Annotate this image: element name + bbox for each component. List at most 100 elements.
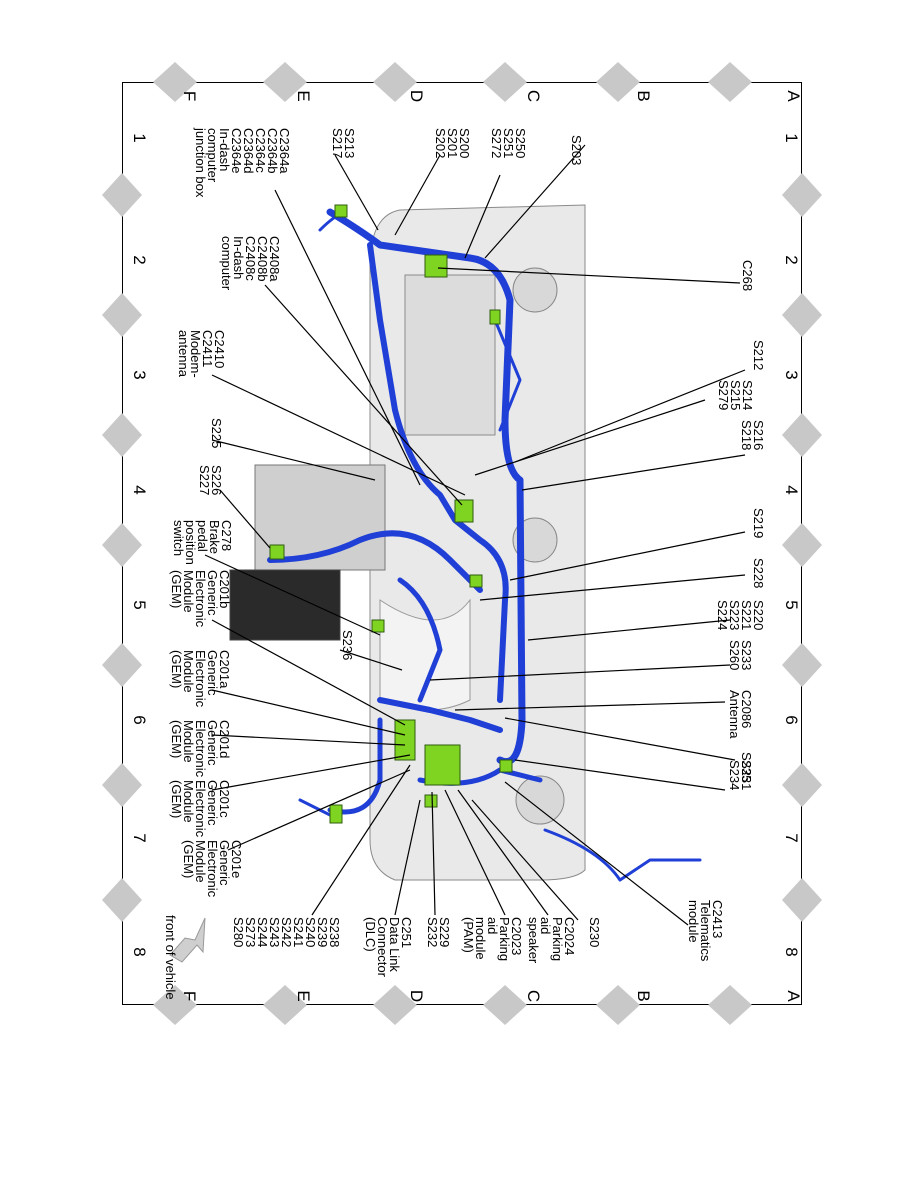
callout-line: S239 (315, 917, 330, 947)
border-diamond-right (782, 523, 822, 567)
grid-letter-top: D (407, 90, 426, 102)
grid-number-left: 5 (130, 600, 149, 609)
callout-s233: S233S260 (727, 640, 754, 670)
callout-c201e: C201eGenericElectronicModule(GEM) (181, 840, 244, 898)
callout-line: antenna (176, 330, 191, 378)
callout-c251: C251Data LinkConnector(DLC) (363, 917, 414, 978)
callout-group-bottom: S250S251S272S200S201S202S213S217C2364aC2… (169, 127, 528, 898)
callout-line: S201 (445, 128, 460, 158)
grid-letter-bottom: D (407, 990, 426, 1002)
callout-line: Parking (550, 917, 565, 961)
callout-line: S231 (739, 760, 754, 790)
callout-line: S238 (327, 917, 342, 947)
callout-line: Generic (217, 840, 232, 886)
callout-line: (GEM) (169, 720, 184, 758)
callout-line: S242 (279, 917, 294, 947)
callout-line: S229 (437, 917, 452, 947)
callout-s238: S238S239S240S241S242S243S244S273S280 (231, 917, 342, 947)
callout-line: (GEM) (181, 840, 196, 878)
callout-line: Module (181, 650, 196, 693)
border-diamond-left (102, 173, 142, 217)
border-diamond-top (153, 62, 197, 102)
callout-s213: S213S217 (330, 128, 357, 158)
grid-letter-bottom: E (294, 990, 313, 1001)
callout-line: C201b (217, 570, 232, 608)
callout-line: Electronic (193, 650, 208, 708)
callout-line: S224 (715, 600, 730, 630)
grid-number-left: 2 (130, 255, 149, 264)
callout-s228: S228 (751, 558, 766, 588)
callout-s216: S216S218 (739, 420, 766, 450)
callout-s219: S219 (751, 508, 766, 538)
callout-line: C2413 (710, 900, 725, 938)
callout-c2364: C2364aC2364bC2364cC2364dC2364eIn-dashcom… (193, 127, 292, 198)
callout-group-top: S203C268S212S214S215S279S216S218S219S228… (231, 135, 766, 978)
callout-line: S243 (267, 917, 282, 947)
callout-line: (DLC) (363, 917, 378, 952)
callout-line: Module (181, 570, 196, 613)
grid-number-right: 6 (782, 715, 801, 724)
callout-line: S273 (243, 917, 258, 947)
callout-line: C2408c (243, 236, 258, 281)
callout-line: Connector (375, 917, 390, 978)
front-arrow: front of vehicle (163, 915, 206, 1000)
front-of-vehicle-label: front of vehicle (163, 915, 178, 1000)
callout-line: C278 (219, 520, 234, 551)
callout-line: S221 (739, 600, 754, 630)
callout-line: S233 (739, 640, 754, 670)
callout-line: module (686, 900, 701, 943)
border-diamond-left (102, 643, 142, 687)
callout-line: S202 (433, 128, 448, 158)
border-diamond-right (782, 173, 822, 217)
callout-line: Module (193, 840, 208, 883)
callout-line: S234 (727, 760, 742, 790)
callout-line: S216 (751, 420, 766, 450)
border-diamond-left (102, 878, 142, 922)
leader-lines (204, 144, 746, 926)
callout-line: C201a (217, 650, 232, 689)
callout-line: computer (205, 128, 220, 183)
callout-line: S212 (751, 340, 766, 370)
callout-line: (GEM) (169, 780, 184, 818)
callout-s200: S200S201S202 (433, 128, 472, 158)
callout-line: Electronic (193, 570, 208, 628)
callout-s230: S230 (587, 917, 602, 947)
callout-line: S203 (569, 135, 584, 165)
callout-c268: C268 (740, 260, 755, 291)
callout-line: S232 (425, 917, 440, 947)
callout-line: S230 (587, 917, 602, 947)
border-diamond-right (782, 413, 822, 457)
callout-line: C2410 (212, 330, 227, 368)
callout-s203: S203 (569, 135, 584, 165)
callout-line: C2364e (229, 128, 244, 174)
border-diamond-top (596, 62, 640, 102)
callout-line: S227 (197, 465, 212, 495)
callout-line: Electronic (193, 720, 208, 778)
callout-line: aid (538, 917, 553, 934)
callout-line: C2408b (255, 236, 270, 282)
connectors (269, 204, 513, 824)
callout-line: S228 (751, 558, 766, 588)
grid-number-right: 4 (782, 485, 801, 494)
callout-s226: S226S227 (197, 465, 224, 495)
callout-s229: S229S232 (425, 917, 452, 947)
callout-line: Modem- (188, 330, 203, 378)
callout-line: S260 (727, 640, 742, 670)
border-diamond-top (708, 62, 752, 102)
border-diamond-top (483, 62, 527, 102)
grid-number-right: 8 (782, 947, 801, 956)
callout-line: S250 (513, 128, 528, 158)
callout-line: S280 (231, 917, 246, 947)
callout-line: Antenna (727, 690, 742, 739)
callout-c2410: C2410C2411Modem-antenna (176, 330, 227, 378)
grid-letter-top: E (294, 90, 313, 101)
callout-c2024: C2024Parkingaidspeaker (526, 917, 577, 964)
callout-line: Module (181, 780, 196, 823)
grid-letter-top: F (180, 91, 199, 101)
grid-number-left: 6 (130, 715, 149, 724)
border-diamond-right (782, 878, 822, 922)
callout-line: S235 (739, 752, 754, 782)
border-diamond-bottom (596, 985, 640, 1025)
